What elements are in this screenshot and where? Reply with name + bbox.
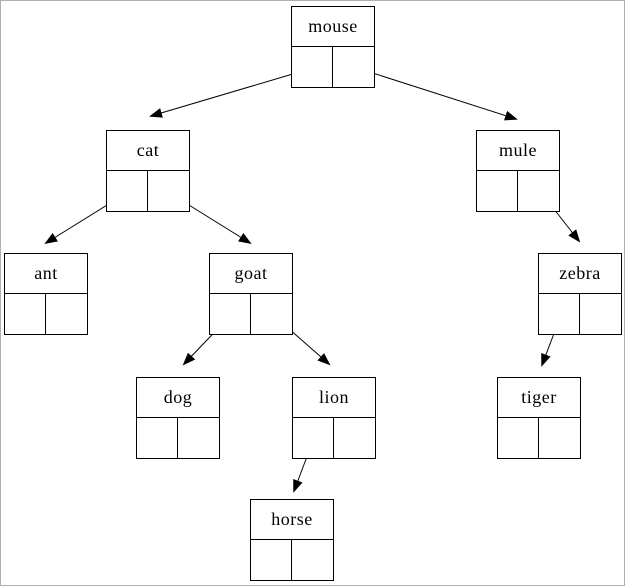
pointer-cell-right-horse [292,540,333,580]
pointer-cell-right-mouse [333,47,374,87]
pointer-cell-left-ant [5,294,46,334]
pointer-row-dog [136,418,220,459]
node-label-mouse: mouse [291,6,375,47]
pointer-cell-right-dog [178,418,219,458]
pointer-cell-right-lion [334,418,375,458]
pointer-cell-left-mouse [292,47,333,87]
node-label-lion: lion [292,377,376,418]
tree-node-mouse: mouse [291,6,375,88]
pointer-cell-left-lion [293,418,334,458]
tree-node-horse: horse [250,499,334,581]
tree-node-dog: dog [136,377,220,459]
edge-arrow-mouse-cat [149,67,314,118]
tree-node-mule: mule [476,130,560,212]
tree-node-goat: goat [209,253,293,335]
pointer-cell-left-tiger [498,418,539,458]
pointer-cell-right-cat [148,171,189,211]
pointer-cell-right-ant [46,294,87,334]
node-label-goat: goat [209,253,293,294]
node-label-tiger: tiger [497,377,581,418]
pointer-cell-right-goat [251,294,292,334]
pointer-cell-right-mule [518,171,559,211]
pointer-cell-left-horse [251,540,292,580]
node-label-zebra: zebra [538,253,622,294]
pointer-cell-left-cat [107,171,148,211]
node-label-ant: ant [4,253,88,294]
edge-arrow-mouse-mule [353,66,518,121]
tree-node-lion: lion [292,377,376,459]
pointer-row-goat [209,294,293,335]
pointer-row-zebra [538,294,622,335]
tree-node-cat: cat [106,130,190,212]
pointer-cell-left-zebra [539,294,580,334]
pointer-row-horse [250,540,334,581]
tree-node-tiger: tiger [497,377,581,459]
node-label-dog: dog [136,377,220,418]
pointer-row-cat [106,171,190,212]
pointer-cell-right-zebra [580,294,621,334]
node-label-cat: cat [106,130,190,171]
pointer-row-ant [4,294,88,335]
pointer-cell-left-goat [210,294,251,334]
tree-node-zebra: zebra [538,253,622,335]
pointer-row-mouse [291,47,375,88]
pointer-cell-left-dog [137,418,178,458]
node-label-mule: mule [476,130,560,171]
pointer-cell-left-mule [477,171,518,211]
pointer-row-tiger [497,418,581,459]
pointer-cell-right-tiger [539,418,580,458]
node-label-horse: horse [250,499,334,540]
pointer-row-lion [292,418,376,459]
tree-node-ant: ant [4,253,88,335]
pointer-row-mule [476,171,560,212]
